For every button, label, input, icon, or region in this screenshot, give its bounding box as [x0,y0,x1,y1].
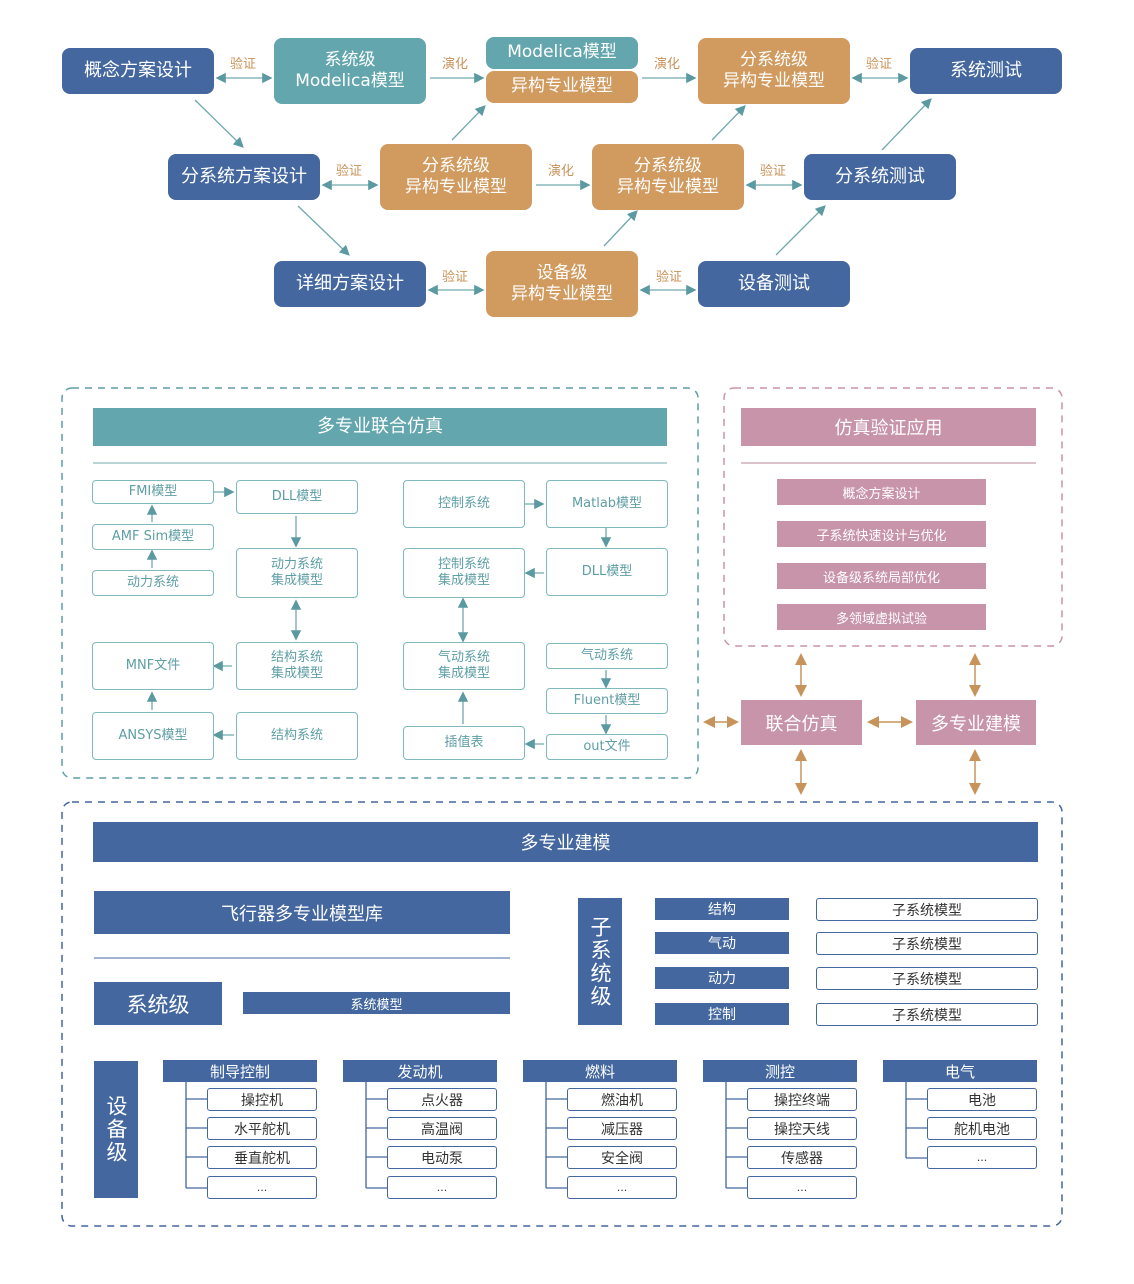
verify-label: 验证 [866,57,893,72]
verify-label: 验证 [760,164,787,179]
subsystem-name[interactable]: 控制 [655,1003,789,1025]
subsystem-hetero-mid2-node[interactable]: 分系统级 异构专业模型 [592,144,744,210]
subsystem-name[interactable]: 气动 [655,932,789,954]
simapp-item[interactable]: 概念方案设计 [777,479,986,505]
power-integrated-model-box[interactable]: 动力系统集成模型 [236,548,358,598]
aero-integrated-model-box[interactable]: 气动系统集成模型 [403,642,525,690]
fmi-model-box[interactable]: FMI模型 [92,480,214,504]
device-item[interactable]: ... [387,1176,497,1199]
subsystem-level-label: 子系统级 [578,898,622,1025]
struct-system-box[interactable]: 结构系统 [236,712,358,760]
device-item[interactable]: 操控机 [207,1088,317,1111]
device-category-header[interactable]: 发动机 [343,1060,497,1082]
device-item[interactable]: 水平舵机 [207,1117,317,1140]
device-item[interactable]: ... [747,1176,857,1199]
evolve-label: 演化 [548,164,575,179]
device-test-node[interactable]: 设备测试 [698,261,850,307]
subsystem-model-box[interactable]: 子系统模型 [816,1003,1038,1026]
device-item[interactable]: 电动泵 [387,1146,497,1169]
subsystem-model-box[interactable]: 子系统模型 [816,932,1038,955]
system-model-bar[interactable]: 系统模型 [243,992,510,1014]
fluent-model-box[interactable]: Fluent模型 [546,688,668,714]
device-item[interactable]: ... [567,1176,677,1199]
aero-system-box[interactable]: 气动系统 [546,643,668,669]
device-item[interactable]: 垂直舵机 [207,1146,317,1169]
simapp-item[interactable]: 设备级系统局部优化 [777,563,986,589]
device-item[interactable]: 操控天线 [747,1117,857,1140]
subsystem-name[interactable]: 结构 [655,898,789,920]
matlab-model-box[interactable]: Matlab模型 [546,480,668,528]
dll-model-box-1[interactable]: DLL模型 [236,480,358,514]
struct-integrated-model-box[interactable]: 结构系统集成模型 [236,642,358,690]
device-item[interactable]: 减压器 [567,1117,677,1140]
modelica-model-node[interactable]: Modelica模型 [486,37,638,69]
device-item[interactable]: ... [207,1176,317,1199]
evolve-label: 演化 [442,57,469,72]
device-item[interactable]: 舵机电池 [927,1117,1037,1140]
device-item[interactable]: 点火器 [387,1088,497,1111]
detail-design-node[interactable]: 详细方案设计 [274,261,426,307]
simapp-item[interactable]: 子系统快速设计与优化 [777,521,986,547]
cosim-title-bar: 多专业联合仿真 [93,408,667,446]
verify-label: 验证 [336,164,363,179]
subsystem-test-node[interactable]: 分系统测试 [804,154,956,200]
device-category-header[interactable]: 测控 [703,1060,857,1082]
device-item[interactable]: ... [927,1146,1037,1169]
mnf-file-box[interactable]: MNF文件 [92,642,214,690]
concept-design-node[interactable]: 概念方案设计 [62,48,214,94]
modeling-title-bar: 多专业建模 [93,822,1038,862]
dll-model-box-2[interactable]: DLL模型 [546,548,668,596]
multi-model-hub[interactable]: 多专业建模 [916,700,1036,745]
interpolation-table-box[interactable]: 插值表 [403,726,525,760]
system-level-label: 系统级 [94,982,222,1025]
amf-sim-model-box[interactable]: AMF Sim模型 [92,524,214,550]
power-system-box[interactable]: 动力系统 [92,570,214,596]
model-library-bar[interactable]: 飞行器多专业模型库 [94,891,510,934]
system-modelica-node[interactable]: 系统级 Modelica模型 [274,38,426,104]
subsystem-design-node[interactable]: 分系统方案设计 [168,154,320,200]
verify-label: 验证 [656,270,683,285]
subsystem-name[interactable]: 动力 [655,967,789,989]
device-category-header[interactable]: 电气 [883,1060,1037,1082]
subsystem-model-box[interactable]: 子系统模型 [816,898,1038,921]
device-level-label: 设备级 [94,1061,138,1198]
out-file-box[interactable]: out文件 [546,734,668,760]
ansys-model-box[interactable]: ANSYS模型 [92,712,214,760]
device-category-header[interactable]: 制导控制 [163,1060,317,1082]
system-test-node[interactable]: 系统测试 [910,48,1062,94]
subsystem-hetero-top-node[interactable]: 分系统级 异构专业模型 [698,38,850,104]
device-item[interactable]: 操控终端 [747,1088,857,1111]
device-item[interactable]: 传感器 [747,1146,857,1169]
verify-label: 验证 [230,57,257,72]
device-item[interactable]: 燃油机 [567,1088,677,1111]
device-item[interactable]: 高温阀 [387,1117,497,1140]
device-item[interactable]: 电池 [927,1088,1037,1111]
simapp-item[interactable]: 多领域虚拟试验 [777,604,986,630]
evolve-label: 演化 [654,57,681,72]
subsystem-model-box[interactable]: 子系统模型 [816,967,1038,990]
control-system-box[interactable]: 控制系统 [403,480,525,528]
subsystem-hetero-mid1-node[interactable]: 分系统级 异构专业模型 [380,144,532,210]
device-category-header[interactable]: 燃料 [523,1060,677,1082]
joint-sim-hub[interactable]: 联合仿真 [741,700,862,745]
control-integrated-model-box[interactable]: 控制系统集成模型 [403,548,525,598]
verify-label: 验证 [442,270,469,285]
device-item[interactable]: 安全阀 [567,1146,677,1169]
simapp-title-bar: 仿真验证应用 [741,408,1036,446]
device-hetero-node[interactable]: 设备级 异构专业模型 [486,251,638,317]
hetero-model-node[interactable]: 异构专业模型 [486,71,638,103]
